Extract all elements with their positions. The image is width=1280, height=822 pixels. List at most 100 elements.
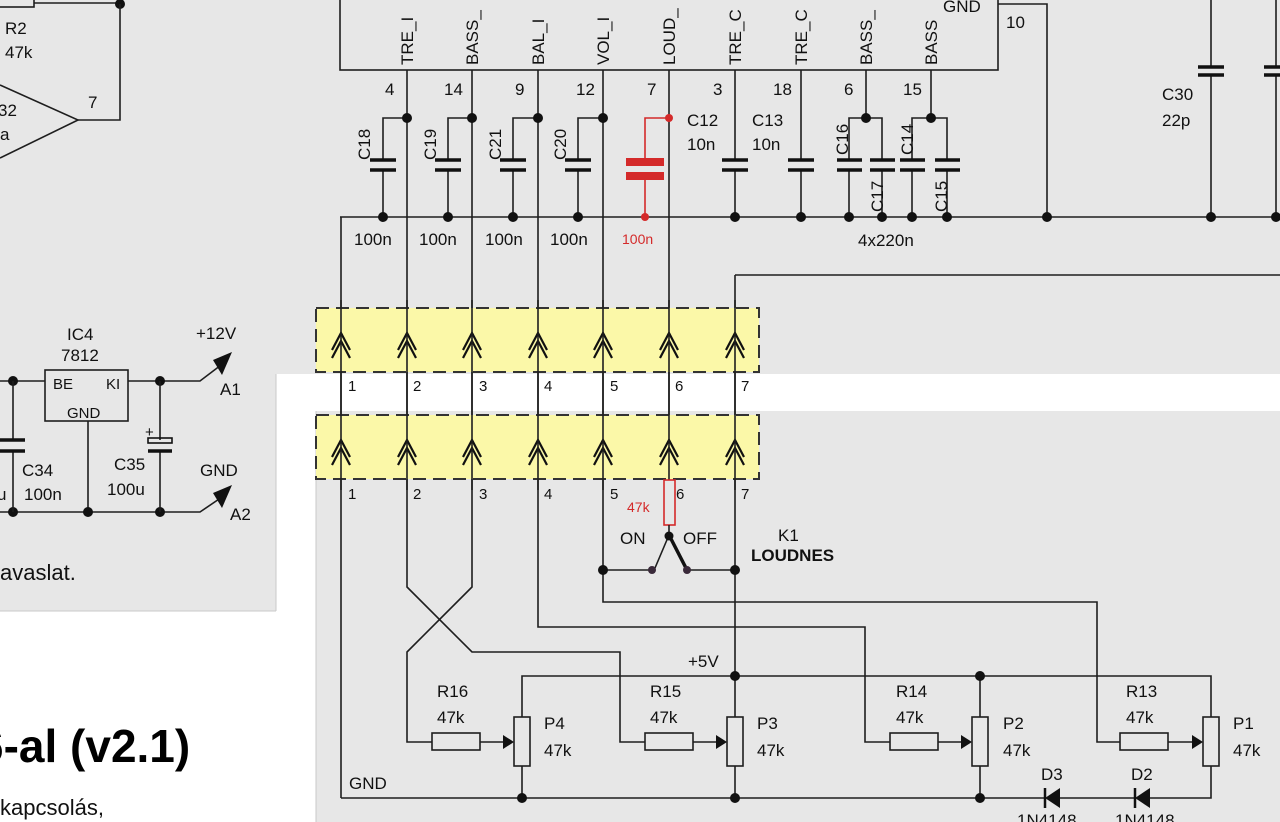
loudness-resistor-value: 47k: [627, 499, 651, 515]
supply-5v-label: +5V: [688, 652, 719, 671]
pot-value: 47k: [1003, 741, 1031, 760]
opamp: 32 a 7: [0, 4, 121, 159]
ic-pin-number: 6: [844, 80, 853, 99]
diode-icon: [1045, 788, 1060, 808]
pot-value: 47k: [757, 741, 785, 760]
ic-pin-number: 7: [647, 80, 656, 99]
c18-ref: C18: [355, 129, 374, 160]
gnd-label: GND: [200, 461, 238, 480]
diode-ref: D2: [1131, 765, 1153, 784]
left-panel: [0, 374, 276, 611]
diode-d2: D2 1N4148: [1115, 765, 1175, 822]
pot-ref: P4: [544, 714, 565, 733]
c34-value: 100n: [24, 485, 62, 504]
c18-value: 100n: [354, 230, 392, 249]
c17-ref: C17: [868, 181, 887, 212]
ic-pin-number: 3: [713, 80, 722, 99]
c16-ref: C16: [833, 124, 852, 155]
resistor-ref: R14: [896, 682, 927, 701]
c16-c17-capacitors: C16 C17: [833, 113, 895, 222]
connector-pin-label: 7: [741, 486, 749, 503]
connector-wires: [340, 300, 736, 490]
a1-label: A1: [220, 380, 241, 399]
ic-pin-name: VOL_I: [594, 17, 613, 65]
resistor-value: 47k: [437, 708, 465, 727]
resistor-value: 47k: [1126, 708, 1154, 727]
r13-p1[interactable]: R13 47k P1 47k: [1119, 682, 1261, 767]
ic-pin-name: TRE_I: [398, 17, 417, 65]
ic-pin-number: 10: [1006, 13, 1025, 32]
connector-pin-label: 5: [610, 378, 618, 395]
wiper-arrow-icon: [1192, 735, 1203, 749]
resistor-ref: R16: [437, 682, 468, 701]
c30-value: 22p: [1162, 111, 1190, 130]
connector-bottom-pin-labels: 1 2 3 4 5 6 7: [348, 486, 749, 503]
ic4-ref: IC4: [67, 325, 93, 344]
ic-gnd-label: GND: [943, 0, 981, 16]
ic-pin-number: 18: [773, 80, 792, 99]
bass-caps-value: 4x220n: [858, 231, 914, 250]
ic-pin-name: LOUD_: [660, 8, 679, 65]
article-title: 6-al (v2.1): [0, 720, 190, 772]
c34-capacitor: C34 100n u: [0, 381, 62, 512]
r2-ref: R2: [5, 19, 27, 38]
c12-capacitor: C12 10n: [687, 111, 748, 222]
caption-text: avaslat.: [0, 560, 76, 585]
c15-ref: C15: [932, 181, 951, 212]
c20-value: 100n: [550, 230, 588, 249]
diode-d3: D3 1N4148: [1017, 765, 1077, 822]
capacitor-right-edge: [1264, 0, 1280, 222]
c33-value-fragment: u: [0, 485, 6, 504]
c13-capacitor: C13 10n: [752, 111, 814, 222]
wiper-arrow-icon: [503, 735, 514, 749]
c30-capacitor: C30 22p: [1162, 0, 1224, 222]
c18-capacitor: C18 100n: [354, 113, 412, 249]
connector-pin-label: 1: [348, 486, 356, 503]
switch-ref: K1: [778, 526, 799, 545]
pot-ref: P1: [1233, 714, 1254, 733]
article-body: kapcsolás,: [0, 795, 104, 820]
connector-pin-label: 5: [610, 486, 618, 503]
connector-pin-label: 4: [544, 486, 552, 503]
c19-value: 100n: [419, 230, 457, 249]
connector-pin-label: 6: [675, 378, 683, 395]
pot-ref: P2: [1003, 714, 1024, 733]
r14-p2[interactable]: R14 47k P2 47k: [889, 682, 1031, 767]
wiper-arrow-icon: [716, 735, 727, 749]
connector-top-pin-labels: 1 2 3 4 5 6 7: [348, 378, 749, 395]
resistor-ref: R15: [650, 682, 681, 701]
ic-pin-name: BASS_: [857, 10, 876, 65]
c35-ref: C35: [114, 455, 145, 474]
c21-capacitor: C21 100n: [485, 113, 543, 249]
resistor-value: 47k: [896, 708, 924, 727]
ic-pin-number: 15: [903, 80, 922, 99]
r16-p4[interactable]: R16 47k P4 47k: [431, 682, 572, 767]
r2-value: 47k: [5, 43, 33, 62]
ic-pin-number: 14: [444, 80, 463, 99]
opamp-ref: 32: [0, 101, 17, 120]
c35-plus-sign: +: [145, 424, 154, 441]
pot-network: +5V GND: [341, 652, 1212, 803]
ic-pin-name: TRE_C: [792, 9, 811, 65]
c20-capacitor: C20 100n: [550, 113, 608, 249]
c21-ref: C21: [486, 129, 505, 160]
r15-p3[interactable]: R15 47k P3 47k: [644, 682, 785, 767]
connector-pin-label: 6: [676, 486, 684, 503]
added-loudness-capacitor: 100n: [622, 114, 673, 247]
c13-ref: C13: [752, 111, 783, 130]
ic4-gnd: GND: [67, 405, 101, 422]
resistor-ref: R13: [1126, 682, 1157, 701]
connector-pin-label: 2: [413, 486, 421, 503]
c14-c15-capacitors: C14 C15 4x220n: [858, 113, 960, 250]
added-cap-value: 100n: [622, 231, 653, 247]
c19-ref: C19: [421, 129, 440, 160]
ic4-out: KI: [106, 376, 120, 393]
opamp-unit: a: [0, 125, 10, 144]
c14-ref: C14: [898, 124, 917, 155]
connector-pin-label: 3: [479, 378, 487, 395]
connector-pin-label: 2: [413, 378, 421, 395]
resistor-value: 47k: [650, 708, 678, 727]
loudness-switch-k1[interactable]: ON OFF K1 LOUDNES: [598, 526, 834, 575]
c20-ref: C20: [551, 129, 570, 160]
